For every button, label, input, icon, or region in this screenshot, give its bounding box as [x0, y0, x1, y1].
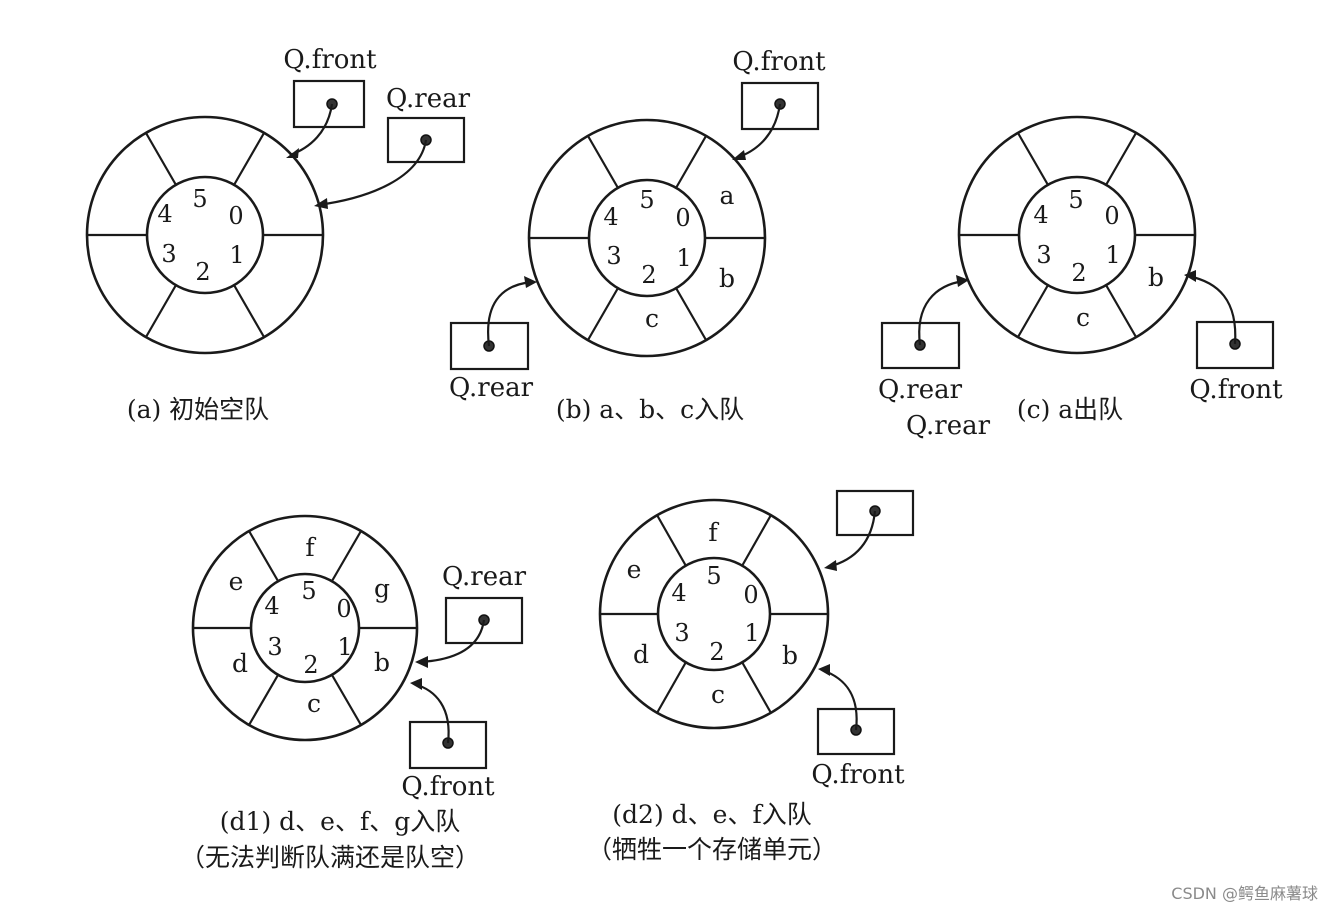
index-label-4: 4	[264, 592, 279, 620]
rear-arrowhead	[415, 656, 428, 668]
element-a: a	[720, 181, 735, 210]
index-label-0: 0	[675, 204, 690, 232]
rear-pointer-label: Q.rear	[442, 562, 527, 592]
index-label-2: 2	[195, 258, 210, 286]
front-arrowhead	[732, 150, 746, 160]
index-label-1: 1	[337, 633, 352, 661]
caption-d2-line2: （牺牲一个存储单元）	[587, 835, 837, 864]
watermark: CSDN @鳄鱼麻薯球	[1171, 884, 1318, 903]
index-label-0: 0	[336, 595, 351, 623]
queue-ring-d2	[598, 498, 830, 730]
element-f: f	[305, 533, 316, 562]
index-label-1: 1	[676, 244, 691, 272]
index-label-3: 3	[606, 242, 621, 270]
rear-arrowhead	[956, 275, 969, 287]
front-pointer-label: Q.front	[811, 760, 905, 790]
panel-d2: 5 0 1 2 3 4 f b c d e Q.front (d2) d、e、f…	[587, 489, 915, 864]
front-pointer-label: Q.front	[283, 45, 377, 75]
queue-ring-c	[957, 115, 1197, 355]
index-label-2: 2	[641, 261, 656, 289]
queue-ring-d1	[191, 514, 419, 742]
element-f: f	[708, 518, 719, 547]
index-label-2: 2	[1071, 259, 1086, 287]
element-c: c	[645, 304, 659, 333]
index-label-1: 1	[1105, 241, 1120, 269]
front-arrowhead	[818, 664, 830, 676]
element-g: g	[374, 574, 390, 603]
element-e: e	[627, 555, 642, 584]
caption-d2-line1: (d2) d、e、f入队	[612, 800, 811, 829]
rear-pointer-arrow	[918, 279, 965, 346]
panel-b: 5 0 1 2 3 4 a b c Q.front Q.rear (b) a、b…	[449, 47, 826, 424]
element-b: b	[719, 264, 735, 293]
rear-pointer-arrow	[487, 280, 533, 347]
queue-ring-a	[85, 115, 325, 355]
rear-pointer-label-previous: Q.rear	[906, 411, 991, 441]
front-arrowhead	[410, 678, 422, 690]
element-b: b	[782, 641, 798, 670]
index-label-0: 0	[228, 202, 243, 230]
caption-a: (a) 初始空队	[127, 395, 269, 424]
rear-pointer-label: Q.rear	[878, 375, 963, 405]
index-label-0: 0	[743, 581, 758, 609]
index-label-5: 5	[192, 185, 207, 213]
element-b: b	[1148, 263, 1164, 292]
element-c: c	[307, 689, 321, 718]
rear-pointer-arrow	[317, 139, 428, 207]
rear-pointer-label: Q.rear	[449, 373, 534, 403]
panel-a: 5 0 1 2 3 4 Q.front Q.rear (a) 初始空队	[85, 45, 471, 424]
index-label-2: 2	[303, 651, 318, 679]
index-label-5: 5	[639, 186, 654, 214]
element-b: b	[374, 648, 390, 677]
front-pointer-arrow	[1187, 274, 1237, 345]
index-label-3: 3	[674, 619, 689, 647]
front-arrowhead	[1184, 270, 1196, 282]
front-arrowhead	[286, 148, 299, 158]
index-label-1: 1	[744, 619, 759, 647]
index-label-3: 3	[161, 240, 176, 268]
element-c: c	[1076, 303, 1090, 332]
rear-pointer-label: Q.rear	[386, 84, 471, 114]
rear-arrowhead	[314, 198, 328, 209]
index-label-4: 4	[1033, 201, 1048, 229]
rear-pointer-arrow	[419, 619, 486, 664]
index-label-5: 5	[301, 577, 316, 605]
rear-arrowhead	[824, 560, 837, 571]
panel-c: 5 0 1 2 3 4 b c Q.rear Q.rear Q.front (c…	[878, 115, 1283, 441]
index-label-1: 1	[229, 241, 244, 269]
index-label-5: 5	[706, 562, 721, 590]
front-pointer-label: Q.front	[401, 772, 495, 802]
caption-b: (b) a、b、c入队	[556, 395, 744, 424]
index-label-3: 3	[267, 633, 282, 661]
front-pointer-label: Q.front	[732, 47, 826, 77]
caption-c: (c) a出队	[1017, 395, 1123, 424]
index-label-2: 2	[709, 638, 724, 666]
index-label-5: 5	[1068, 186, 1083, 214]
element-e: e	[229, 567, 244, 596]
index-label-4: 4	[157, 200, 172, 228]
element-c: c	[711, 680, 725, 709]
index-label-0: 0	[1104, 202, 1119, 230]
queue-ring-b	[527, 118, 767, 358]
front-pointer-label: Q.front	[1189, 375, 1283, 405]
index-label-4: 4	[671, 579, 686, 607]
caption-d1-line2: （无法判断队满还是队空）	[180, 843, 480, 872]
element-d: d	[232, 649, 248, 678]
element-d: d	[633, 640, 649, 669]
panel-d1: 5 0 1 2 3 4 f g b c d e Q.rear Q.front (…	[180, 514, 527, 872]
index-label-3: 3	[1036, 241, 1051, 269]
index-label-4: 4	[603, 203, 618, 231]
caption-d1-line1: (d1) d、e、f、g入队	[220, 807, 460, 836]
rear-arrowhead	[524, 276, 537, 288]
